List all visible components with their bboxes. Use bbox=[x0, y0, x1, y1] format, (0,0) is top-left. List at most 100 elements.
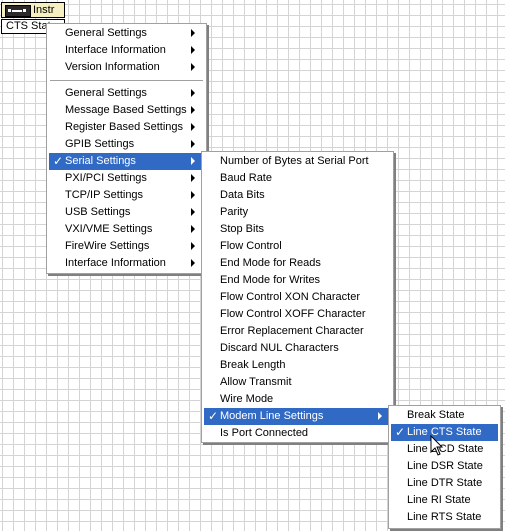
submenu-arrow-icon bbox=[191, 140, 195, 148]
menu-item-label: Line DSR State bbox=[407, 460, 483, 472]
menu-item[interactable]: Flow Control bbox=[204, 238, 391, 255]
menu-item-label: Flow Control bbox=[220, 240, 282, 252]
menu-item[interactable]: Register Based Settings bbox=[49, 119, 204, 136]
menu-item-label: Line DCD State bbox=[407, 443, 484, 455]
submenu-arrow-icon bbox=[191, 106, 195, 114]
menu-item[interactable]: Flow Control XON Character bbox=[204, 289, 391, 306]
menu-item[interactable]: Wire Mode bbox=[204, 391, 391, 408]
menu-item-label: Data Bits bbox=[220, 189, 265, 201]
menu-item-label: Allow Transmit bbox=[220, 376, 292, 388]
menu-item-label: Interface Information bbox=[65, 257, 166, 269]
menu-item-label: TCP/IP Settings bbox=[65, 189, 144, 201]
menu-item-label: Flow Control XOFF Character bbox=[220, 308, 366, 320]
menu-item[interactable]: Line RI State bbox=[391, 492, 498, 509]
menu-item[interactable]: Data Bits bbox=[204, 187, 391, 204]
submenu-arrow-icon bbox=[191, 63, 195, 71]
submenu-arrow-icon bbox=[191, 191, 195, 199]
menu-item-label: Flow Control XON Character bbox=[220, 291, 360, 303]
submenu-arrow-icon bbox=[191, 89, 195, 97]
menu-item-label: Register Based Settings bbox=[65, 121, 184, 133]
menu-separator bbox=[50, 80, 203, 82]
submenu-arrow-icon bbox=[191, 29, 195, 37]
menu-item-label: Break Length bbox=[220, 359, 286, 371]
menu-item[interactable]: FireWire Settings bbox=[49, 238, 204, 255]
menu-item[interactable]: Break Length bbox=[204, 357, 391, 374]
submenu-arrow-icon bbox=[191, 174, 195, 182]
menu-item[interactable]: Baud Rate bbox=[204, 170, 391, 187]
checkmark-icon: ✓ bbox=[53, 154, 64, 168]
submenu-arrow-icon bbox=[191, 157, 195, 165]
menu-item[interactable]: GPIB Settings bbox=[49, 136, 204, 153]
menu-item-label: Line DTR State bbox=[407, 477, 483, 489]
menu-item-label: General Settings bbox=[65, 87, 147, 99]
menu-item-label: Wire Mode bbox=[220, 393, 274, 405]
menu-item[interactable]: Line DSR State bbox=[391, 458, 498, 475]
property-terminal[interactable]: CTS State bbox=[1, 19, 65, 34]
submenu-arrow-icon bbox=[191, 208, 195, 216]
menu-item[interactable]: Stop Bits bbox=[204, 221, 391, 238]
menu-item[interactable]: TCP/IP Settings bbox=[49, 187, 204, 204]
menu-item[interactable]: General Settings bbox=[49, 25, 204, 42]
menu-item[interactable]: USB Settings bbox=[49, 204, 204, 221]
submenu-arrow-icon bbox=[191, 46, 195, 54]
submenu-arrow-icon bbox=[191, 225, 195, 233]
menu-item[interactable]: Error Replacement Character bbox=[204, 323, 391, 340]
mouse-pointer-icon bbox=[430, 435, 444, 456]
menu-item-label: End Mode for Reads bbox=[220, 257, 321, 269]
menu-item-label: VXI/VME Settings bbox=[65, 223, 153, 235]
menu-item-label: Line RI State bbox=[407, 494, 471, 506]
submenu-arrow-icon bbox=[191, 242, 195, 250]
menu-item-label: Serial Settings bbox=[65, 155, 136, 167]
menu-item[interactable]: Discard NUL Characters bbox=[204, 340, 391, 357]
menu-item[interactable]: Number of Bytes at Serial Port bbox=[204, 153, 391, 170]
menu-item[interactable]: VXI/VME Settings bbox=[49, 221, 204, 238]
menu-item-label: Parity bbox=[220, 206, 249, 218]
menu-item-label: Message Based Settings bbox=[65, 104, 187, 116]
menu-item[interactable]: Parity bbox=[204, 204, 391, 221]
menu-item[interactable]: End Mode for Reads bbox=[204, 255, 391, 272]
menu-item[interactable]: ✓Serial Settings bbox=[49, 153, 204, 170]
menu-item-label: Number of Bytes at Serial Port bbox=[220, 155, 369, 167]
menu-item[interactable]: Break State bbox=[391, 407, 498, 424]
menu-item-label: GPIB Settings bbox=[65, 138, 135, 150]
menu-item-label: Is Port Connected bbox=[220, 427, 309, 439]
menu-item-label: Stop Bits bbox=[220, 223, 265, 235]
menu-item[interactable]: Line DCD State bbox=[391, 441, 498, 458]
menu-item[interactable]: Version Information bbox=[49, 59, 204, 76]
submenu-arrow-icon bbox=[191, 259, 195, 267]
menu-item[interactable]: Interface Information bbox=[49, 255, 204, 272]
property-node[interactable]: Instr bbox=[1, 2, 65, 18]
menu-item[interactable]: Is Port Connected bbox=[204, 425, 391, 442]
menu-item[interactable]: ✓Modem Line Settings bbox=[204, 408, 391, 425]
menu-item-label: PXI/PCI Settings bbox=[65, 172, 147, 184]
menu-item-label: Line CTS State bbox=[407, 426, 482, 438]
menu-item[interactable]: Flow Control XOFF Character bbox=[204, 306, 391, 323]
menu-item-label: General Settings bbox=[65, 27, 147, 39]
property-node-label: Instr bbox=[33, 4, 55, 16]
menu-item[interactable]: ✓Line CTS State bbox=[391, 424, 498, 441]
submenu-arrow-icon bbox=[378, 412, 382, 420]
menu-item[interactable]: Interface Information bbox=[49, 42, 204, 59]
menu-item-label: Version Information bbox=[65, 61, 160, 73]
menu-item[interactable]: Line RTS State bbox=[391, 509, 498, 526]
menu-item-label: Interface Information bbox=[65, 44, 166, 56]
checkmark-icon: ✓ bbox=[395, 425, 406, 439]
menu-item[interactable]: Line DTR State bbox=[391, 475, 498, 492]
menu-item[interactable]: General Settings bbox=[49, 85, 204, 102]
menu-item[interactable]: Allow Transmit bbox=[204, 374, 391, 391]
menu-item[interactable]: Message Based Settings bbox=[49, 102, 204, 119]
submenu-arrow-icon bbox=[191, 123, 195, 131]
menu-item-label: Error Replacement Character bbox=[220, 325, 364, 337]
menu-item-label: Modem Line Settings bbox=[220, 410, 324, 422]
checkmark-icon: ✓ bbox=[208, 409, 219, 423]
menu-item-label: FireWire Settings bbox=[65, 240, 150, 252]
menu-item[interactable]: End Mode for Writes bbox=[204, 272, 391, 289]
menu-item-label: Line RTS State bbox=[407, 511, 482, 523]
menu-item-label: End Mode for Writes bbox=[220, 274, 321, 286]
menu-item[interactable]: PXI/PCI Settings bbox=[49, 170, 204, 187]
menu-item-label: Baud Rate bbox=[220, 172, 272, 184]
instrument-refnum-icon bbox=[5, 5, 31, 17]
